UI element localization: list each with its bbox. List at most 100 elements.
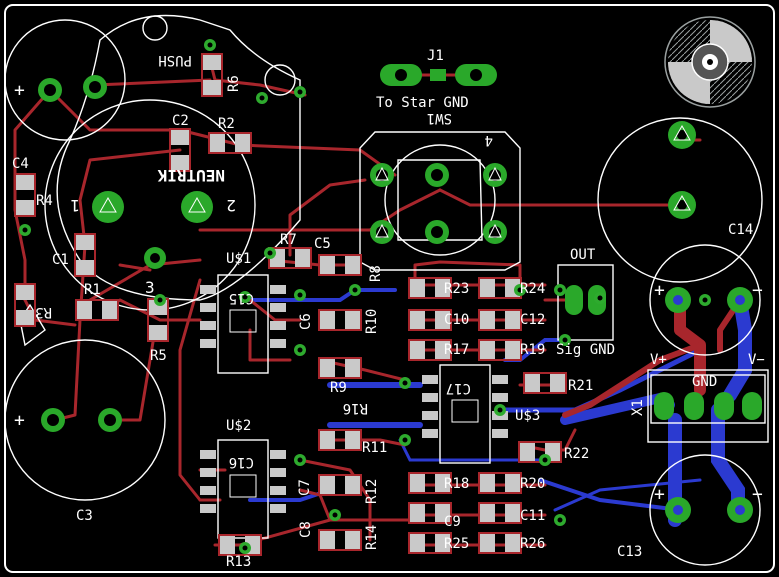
label-r13: R13 — [226, 554, 251, 570]
label-c1: C1 — [52, 252, 69, 268]
label-plus-c13: + — [654, 484, 665, 505]
label-minus-c15: − — [752, 280, 763, 301]
c1-footprint — [74, 233, 96, 277]
label-r21: R21 — [568, 378, 593, 394]
labels: J1 To Star GND SW1 PUSH NEUTRIK 1 2 3 4 … — [12, 48, 765, 570]
r17-footprint — [408, 339, 452, 361]
label-out: OUT — [570, 247, 596, 263]
board-outline — [4, 4, 775, 573]
c8-footprint — [318, 529, 362, 551]
r11-footprint — [318, 429, 362, 451]
r5-footprint — [147, 298, 169, 342]
u1-pads — [200, 285, 286, 348]
label-r17: R17 — [444, 342, 469, 358]
r21-footprint — [523, 372, 567, 394]
r24-footprint — [478, 277, 522, 299]
label-brand: NEUTRIK — [157, 166, 225, 185]
label-push: PUSH — [158, 52, 192, 68]
label-r4: R4 — [36, 193, 53, 209]
label-r14: R14 — [364, 525, 380, 550]
label-r26: R26 — [520, 536, 545, 552]
label-u3: U$3 — [515, 408, 540, 424]
label-gnd: GND — [692, 374, 717, 390]
c12-footprint — [478, 309, 522, 331]
r25-footprint — [408, 532, 452, 554]
label-c11: C11 — [520, 508, 545, 524]
c7-footprint — [318, 474, 362, 496]
label-c5: C5 — [314, 236, 331, 252]
label-r8: R8 — [368, 265, 384, 282]
label-r25: R25 — [444, 536, 469, 552]
label-x1: X1 — [630, 399, 646, 416]
label-r10: R10 — [364, 309, 380, 334]
smd-pads — [14, 53, 567, 556]
label-c16: C16 — [229, 454, 254, 470]
label-plus-c6: + — [14, 80, 25, 101]
c6-footprint — [318, 309, 362, 331]
thru-hole-pads — [38, 75, 753, 523]
r26-footprint — [478, 532, 522, 554]
label-u1: U$1 — [226, 251, 251, 267]
label-sig-gnd: Sig GND — [556, 342, 615, 358]
label-r16: R16 — [343, 400, 368, 416]
label-r23: R23 — [444, 281, 469, 297]
r7-footprint — [268, 247, 312, 269]
c5-footprint — [318, 254, 362, 276]
label-c10: C10 — [444, 312, 469, 328]
label-r20: R20 — [520, 476, 545, 492]
label-v-plus: V+ — [650, 352, 667, 368]
label-r19: R19 — [520, 342, 545, 358]
pad-marks — [99, 124, 691, 238]
label-c14: C14 — [728, 222, 753, 238]
label-r5: R5 — [150, 348, 167, 364]
r4-footprint — [14, 173, 36, 217]
label-c6: C6 — [298, 313, 314, 330]
label-v-minus: V− — [748, 352, 765, 368]
label-c7: C7 — [297, 479, 313, 496]
label-r12: R12 — [364, 479, 380, 504]
top-traces — [13, 58, 743, 547]
label-to-star-gnd: To Star GND — [376, 95, 469, 111]
label-u2: U$2 — [226, 418, 251, 434]
label-r3: R3 — [35, 304, 52, 320]
label-sw1-4: 4 — [485, 132, 493, 148]
label-minus-c13: − — [752, 484, 763, 505]
label-r22: R22 — [564, 446, 589, 462]
label-sw-1: 1 — [70, 196, 80, 215]
label-sw-3: 3 — [145, 278, 155, 297]
label-r7: R7 — [280, 232, 297, 248]
label-r9: R9 — [330, 380, 347, 396]
c9-footprint — [408, 502, 452, 524]
label-r6: R6 — [226, 75, 242, 92]
j1-jumper — [380, 64, 497, 86]
x1-header-pads — [654, 392, 762, 420]
label-sw-2: 2 — [226, 196, 236, 215]
r1-footprint — [75, 299, 119, 321]
r20-footprint — [478, 472, 522, 494]
label-c9: C9 — [444, 514, 461, 530]
label-plus-c15: + — [654, 280, 665, 301]
c10-footprint — [408, 309, 452, 331]
label-c13: C13 — [617, 544, 642, 560]
label-j1: J1 — [427, 48, 444, 64]
label-r11: R11 — [362, 440, 387, 456]
label-plus-c3: + — [14, 410, 25, 431]
label-c4: C4 — [12, 156, 29, 172]
label-r18: R18 — [444, 476, 469, 492]
label-c3: C3 — [76, 508, 93, 524]
label-c12: C12 — [520, 312, 545, 328]
r9-footprint — [318, 357, 362, 379]
label-c2: C2 — [172, 113, 189, 129]
label-sw1: SW1 — [427, 110, 452, 126]
label-r1: R1 — [84, 282, 101, 298]
label-r2: R2 — [218, 116, 235, 132]
rotary-pot — [664, 16, 756, 108]
r18-footprint — [408, 472, 452, 494]
r19-footprint — [478, 339, 522, 361]
label-c15: C15 — [229, 290, 254, 306]
c2-footprint — [169, 128, 191, 172]
c11-footprint — [478, 502, 522, 524]
label-c8: C8 — [298, 521, 314, 538]
r6-footprint — [201, 53, 223, 97]
